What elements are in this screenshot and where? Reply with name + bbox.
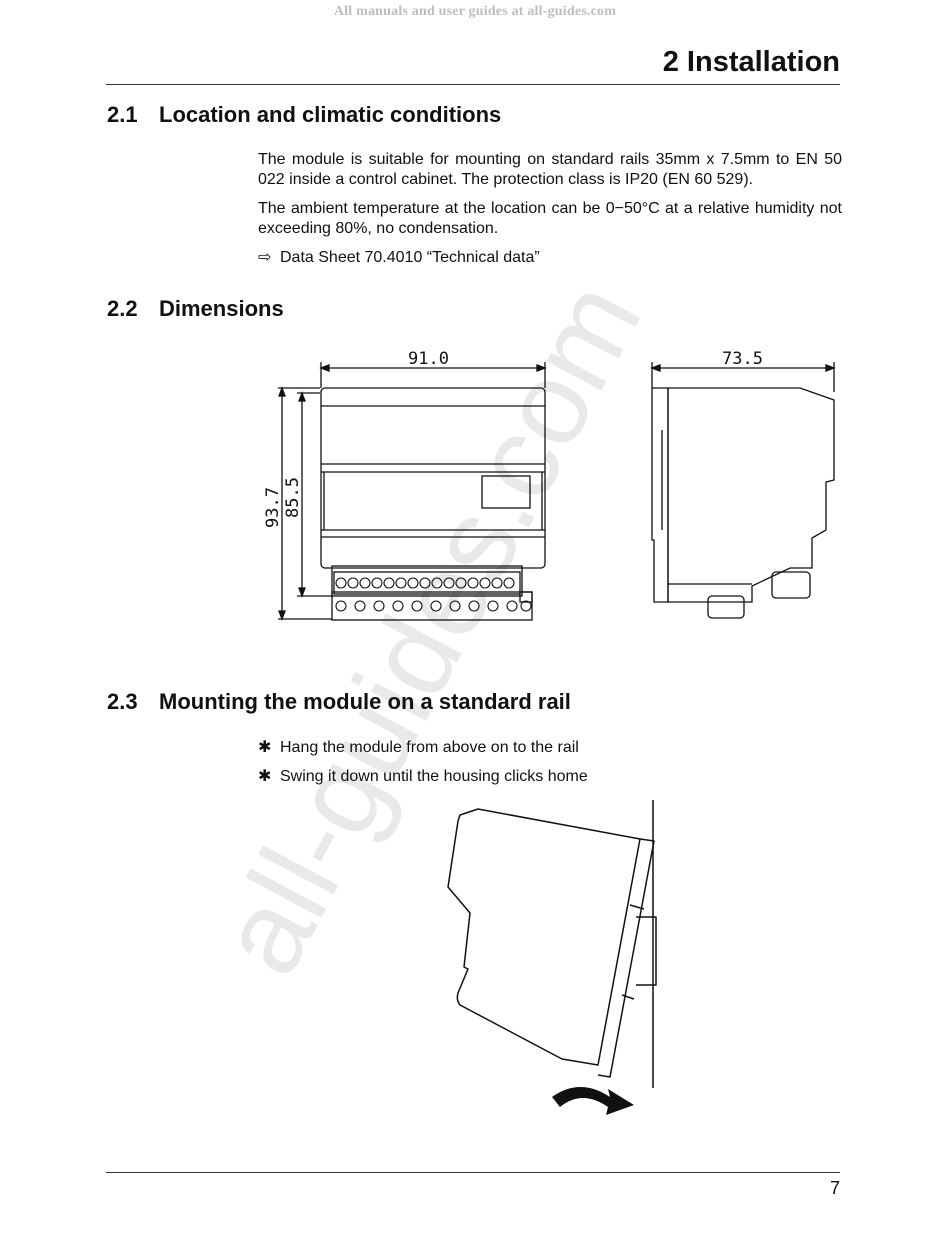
chapter-title: 2 Installation (662, 46, 840, 78)
front-view-drawing: 91.0 93.7 85.5 (263, 349, 547, 621)
section-number-2-1: 2.1 (107, 102, 138, 127)
top-watermark: All manuals and user guides at all-guide… (333, 4, 617, 19)
section-number-2-2: 2.2 (107, 296, 138, 321)
reference-text: Data Sheet 70.4010 “Technical data” (280, 249, 540, 266)
section-title-location: Location and climatic conditions (159, 102, 502, 127)
paragraph-ambient-temperature: The ambient temperature at the location … (258, 200, 842, 237)
reference-data-sheet: ⇨ Data Sheet 70.4010 “Technical data” (258, 248, 540, 268)
rotation-arrow-icon (552, 1087, 634, 1115)
section-number-2-3: 2.3 (107, 689, 138, 714)
step-text: Swing it down until the housing clicks h… (280, 768, 588, 785)
mounting-illustration (447, 800, 657, 1115)
step-hang-module: ✱ Hang the module from above on to the ra… (258, 738, 579, 758)
section-title-mounting: Mounting the module on a standard rail (159, 689, 571, 714)
dimension-total-height-label: 93.7 (263, 487, 283, 528)
paragraph-mounting-rails: The module is suitable for mounting on s… (258, 151, 842, 188)
header-rule (106, 84, 840, 85)
section-title-dimensions: Dimensions (159, 296, 284, 321)
side-view-drawing: 73.5 (650, 349, 836, 619)
asterisk-bullet-icon: ✱ (258, 768, 272, 785)
asterisk-bullet-icon: ✱ (258, 739, 272, 756)
dimension-housing-height-label: 85.5 (283, 477, 303, 518)
page-number: 7 (829, 1178, 840, 1198)
dimension-width-label: 91.0 (408, 349, 449, 369)
footer-rule (106, 1172, 840, 1173)
step-swing-down: ✱ Swing it down until the housing clicks … (258, 767, 588, 787)
step-text: Hang the module from above on to the rai… (280, 739, 579, 756)
arrow-right-icon: ⇨ (258, 249, 272, 266)
dimension-depth-label: 73.5 (722, 349, 763, 369)
